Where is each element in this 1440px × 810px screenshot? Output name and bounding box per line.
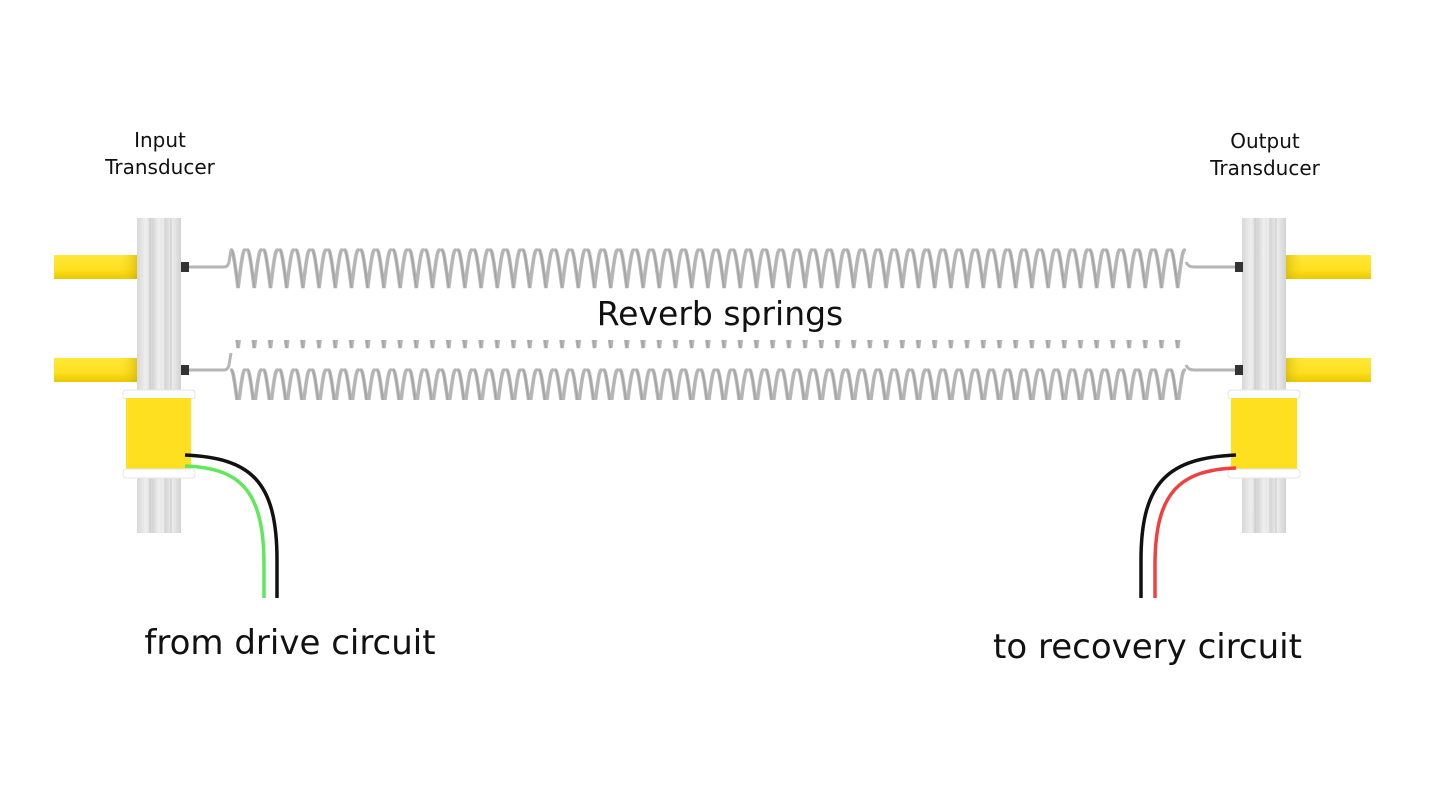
output-wire-red — [1153, 466, 1237, 598]
output-transducer-label: Output Transducer — [1203, 128, 1327, 182]
input-wires — [184, 453, 279, 598]
output-wire-black — [1139, 453, 1237, 598]
output-coil — [1231, 398, 1297, 470]
spring-bottom — [189, 340, 1235, 400]
output-transducer-label-line2: Transducer — [1210, 156, 1320, 180]
input-transducer — [54, 218, 196, 533]
output-transducer-label-line1: Output — [1230, 129, 1300, 153]
input-transducer-label: Input Transducer — [100, 127, 220, 181]
input-wire-green — [184, 464, 266, 598]
input-connector-bottom — [181, 365, 189, 375]
input-transducer-label-line1: Input — [134, 128, 186, 152]
output-connector-bottom — [1235, 365, 1243, 375]
from-drive-label: from drive circuit — [144, 623, 436, 663]
input-connector-top — [181, 262, 189, 272]
output-transducer — [1227, 218, 1371, 533]
input-wire-black — [184, 453, 279, 598]
output-connector-top — [1235, 262, 1243, 272]
input-coil — [126, 398, 191, 470]
spring-top — [189, 237, 1235, 297]
output-wires — [1139, 453, 1237, 598]
springs-label: Reverb springs — [596, 294, 844, 333]
input-frame — [137, 218, 181, 533]
to-recovery-label: to recovery circuit — [993, 627, 1302, 667]
input-transducer-label-line2: Transducer — [105, 155, 215, 179]
output-frame — [1242, 218, 1286, 533]
